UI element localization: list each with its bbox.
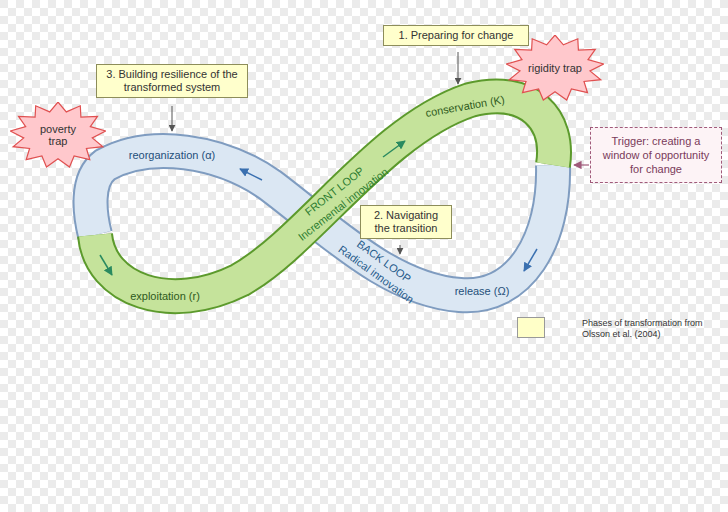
node-text: poverty trap	[30, 123, 86, 147]
flow-arrow	[383, 141, 405, 157]
phase-box: 3. Building resilience of the transforme…	[96, 64, 248, 98]
node-text: 3. Building resilience of the transforme…	[102, 68, 242, 94]
phase-box: 1. Preparing for change	[383, 25, 529, 46]
trigger-box: Trigger: creating a window of opportunit…	[590, 127, 722, 183]
front-loop-band-edge	[95, 96, 554, 296]
trap-star: poverty trap	[10, 102, 106, 168]
callout-leader	[458, 52, 459, 84]
node-text: 2. Navigating the transition	[366, 209, 446, 235]
phase-box: 2. Navigating the transition	[360, 205, 452, 239]
phase-label: reorganization (α)	[129, 149, 215, 162]
callout-leader	[400, 245, 401, 254]
front-loop-band	[95, 96, 554, 296]
callout-leader	[172, 106, 173, 131]
legend-swatch	[517, 317, 545, 338]
node-text: 1. Preparing for change	[389, 29, 523, 42]
flow-arrow	[100, 255, 112, 275]
phase-label: exploitation (r)	[130, 290, 200, 303]
back-loop-band-edge	[91, 151, 554, 295]
trap-star: rigidity trap	[506, 35, 604, 101]
legend-text: Phases of transformation from Olsson et …	[582, 318, 722, 340]
node-text: rigidity trap	[527, 62, 583, 74]
flow-arrow	[240, 169, 262, 180]
phase-label: release (Ω)	[455, 285, 510, 298]
flow-arrow	[524, 249, 537, 271]
trigger-arrow	[574, 164, 589, 165]
node-text: Trigger: creating a window of opportunit…	[597, 134, 715, 176]
phase-label: conservation (K)	[424, 93, 505, 120]
back-loop-band	[91, 151, 554, 295]
